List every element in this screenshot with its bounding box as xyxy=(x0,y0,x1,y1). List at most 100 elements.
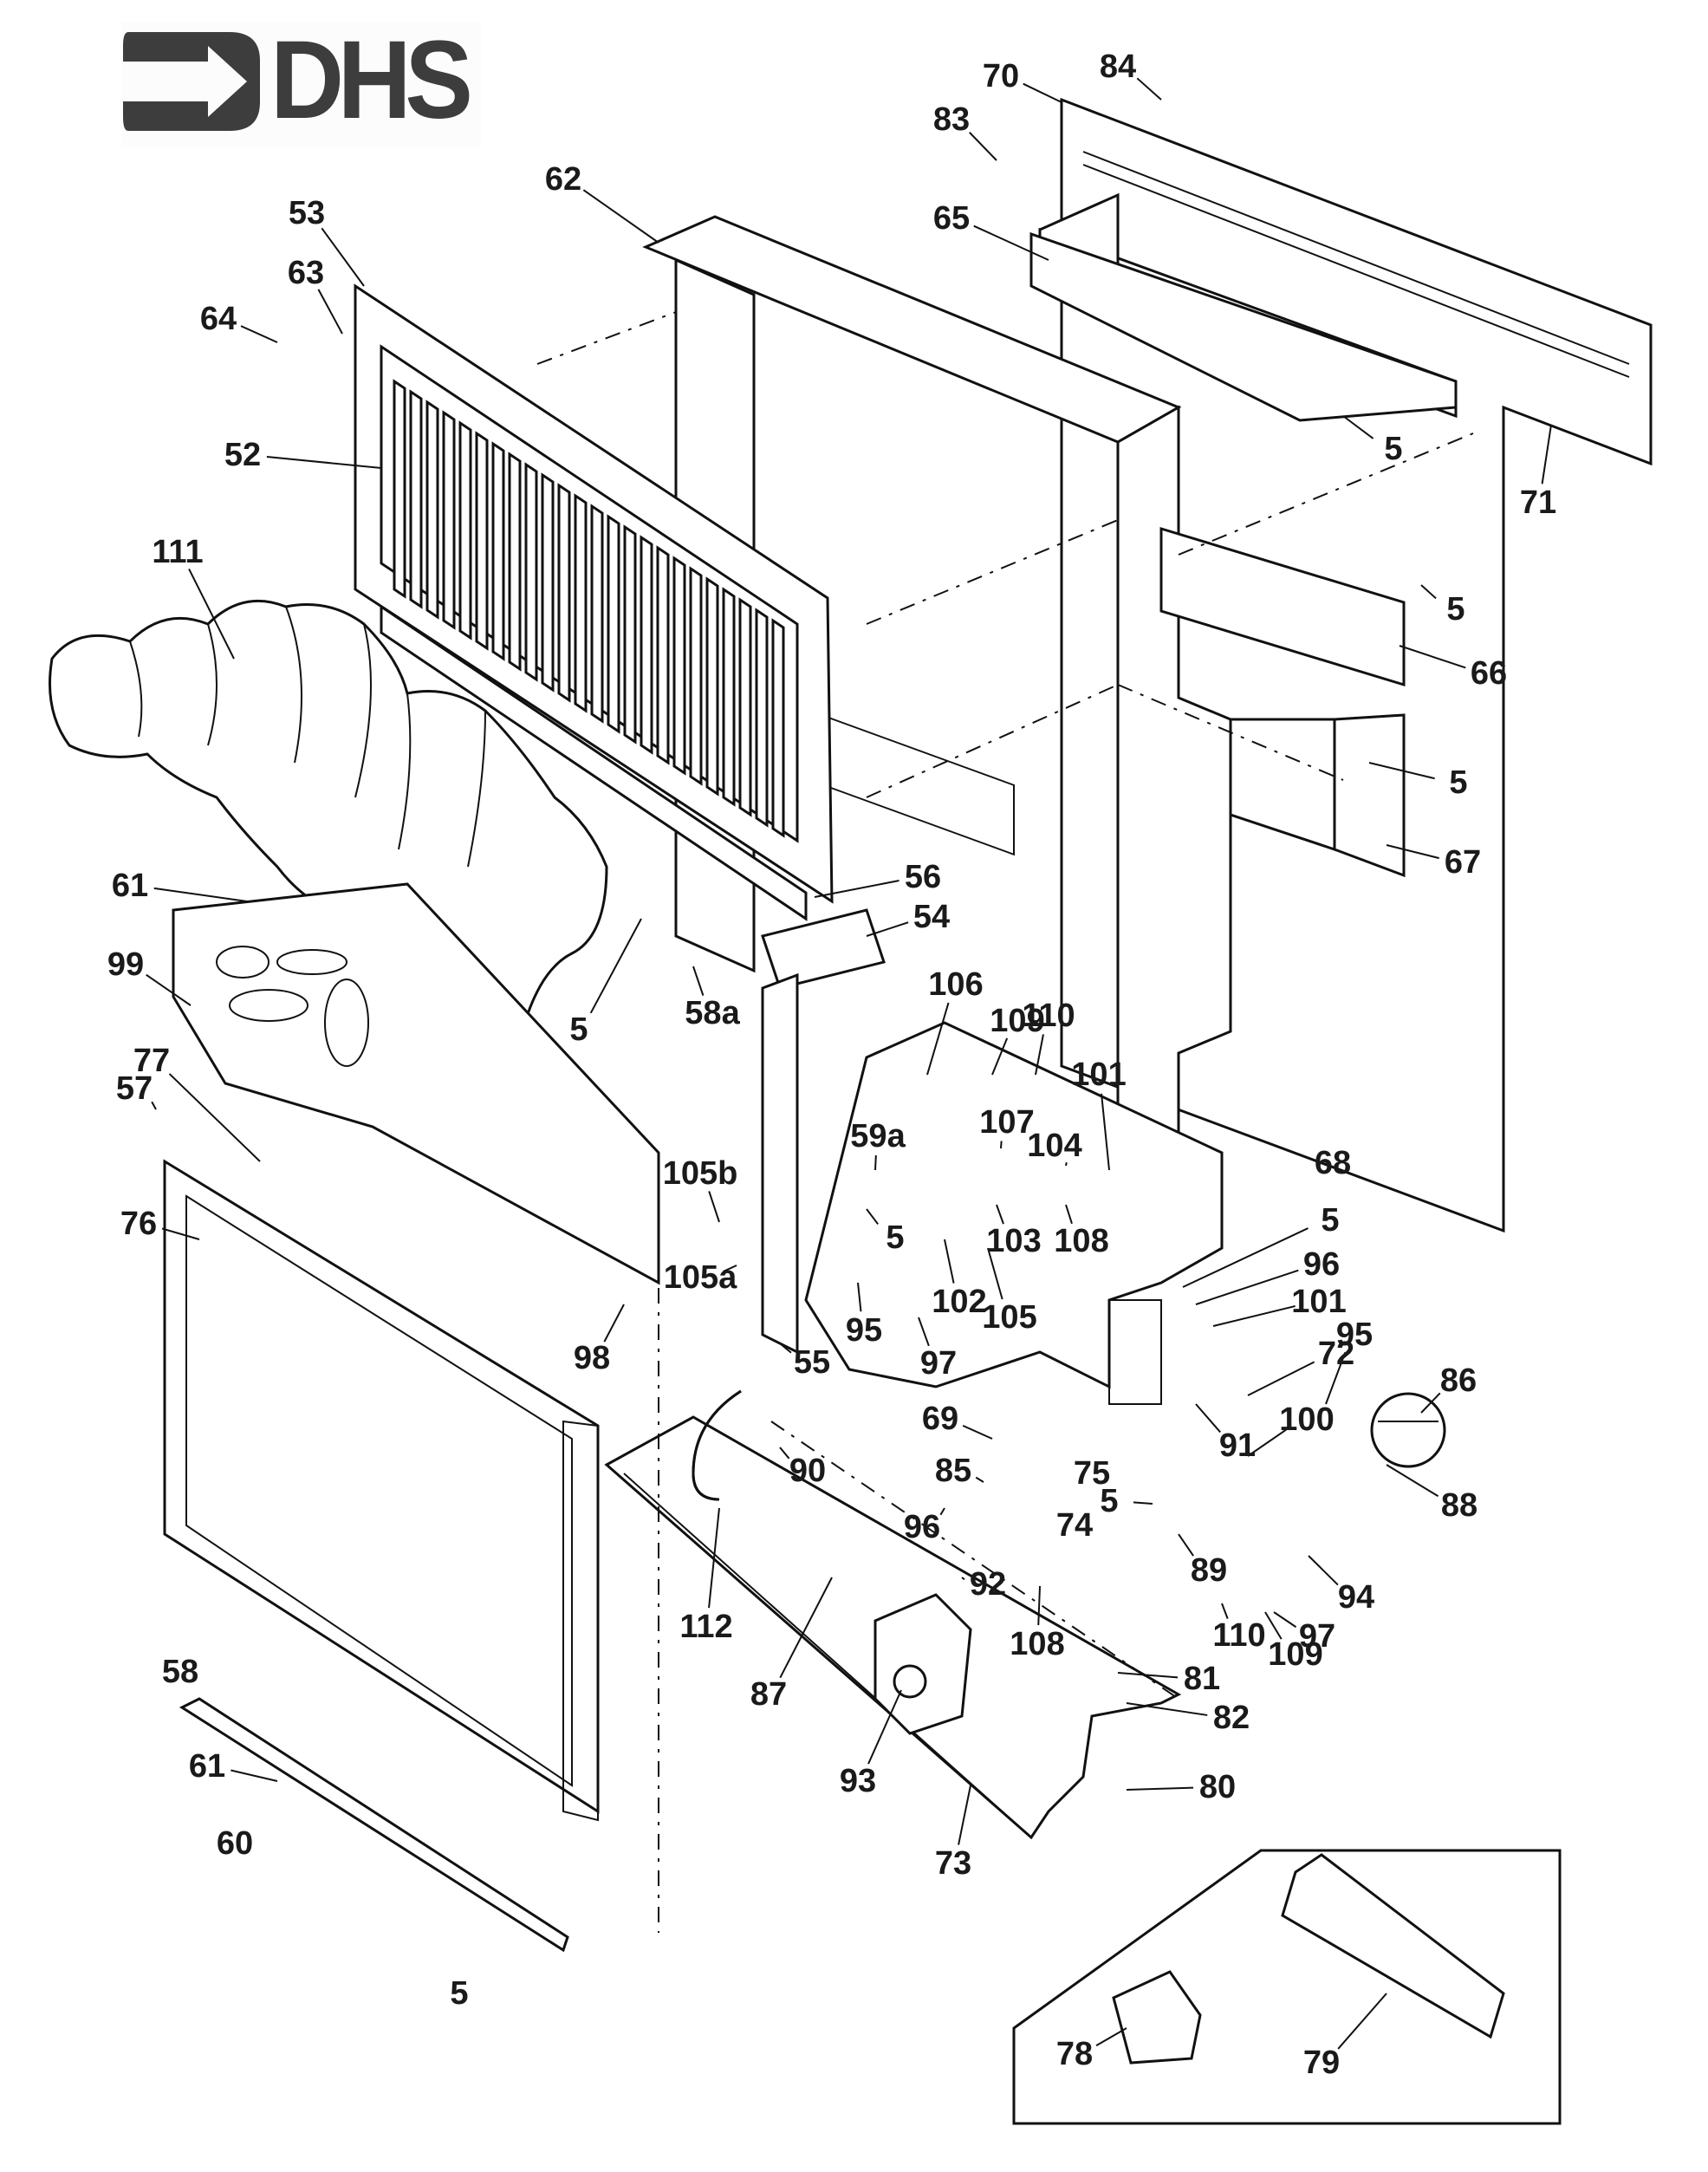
part-label-59a: 59a xyxy=(850,1118,906,1154)
leader-line-5b xyxy=(1420,584,1437,600)
leader-line-103 xyxy=(996,1204,1004,1225)
part-label-5d: 5 xyxy=(569,1011,588,1048)
leader-line-72 xyxy=(1247,1361,1315,1396)
leader-line-111 xyxy=(188,569,235,660)
leader-line-5a xyxy=(1342,415,1374,439)
leader-line-97a xyxy=(918,1317,930,1347)
leader-line-87 xyxy=(779,1577,833,1679)
leader-line-5g xyxy=(1133,1501,1153,1505)
part-label-91: 91 xyxy=(1218,1427,1257,1464)
arrow-right-icon xyxy=(123,32,260,131)
dhs-logo: DHS xyxy=(121,22,481,147)
part-label-108b: 108 xyxy=(1010,1626,1065,1662)
part-label-61b: 61 xyxy=(188,1748,226,1785)
heat-exchanger-fin xyxy=(574,493,588,713)
leader-line-61b xyxy=(231,1769,278,1782)
heat-exchanger-fin xyxy=(640,535,653,755)
part-label-58: 58 xyxy=(161,1654,199,1690)
leader-line-99 xyxy=(146,973,192,1006)
leader-line-106 xyxy=(926,1002,950,1076)
part-label-77: 77 xyxy=(133,1043,171,1079)
leader-line-78 xyxy=(1095,2027,1127,2047)
part-label-107: 107 xyxy=(979,1104,1035,1141)
leader-line-107 xyxy=(1000,1141,1003,1149)
part-label-80: 80 xyxy=(1198,1769,1237,1805)
leader-line-91 xyxy=(1195,1403,1221,1434)
leader-line-59a xyxy=(874,1154,877,1171)
part-label-61a: 61 xyxy=(111,868,149,904)
leader-line-102 xyxy=(944,1239,955,1284)
heat-exchanger-fin xyxy=(508,452,522,672)
part-label-74: 74 xyxy=(1055,1507,1094,1544)
leader-line-5c xyxy=(1368,762,1435,780)
leader-line-67 xyxy=(1386,844,1439,860)
leader-line-109b xyxy=(1264,1611,1283,1640)
leader-line-55 xyxy=(779,1343,792,1354)
leader-line-92 xyxy=(961,1577,965,1581)
leader-line-86 xyxy=(1420,1392,1441,1414)
leader-line-66 xyxy=(1399,645,1466,669)
part-label-58a: 58a xyxy=(685,995,740,1031)
part-label-67: 67 xyxy=(1444,844,1482,881)
part-label-110b: 110 xyxy=(1212,1617,1266,1654)
leader-line-108b xyxy=(1037,1585,1041,1626)
part-label-83: 83 xyxy=(932,101,971,138)
part-label-5f: 5 xyxy=(1321,1202,1340,1239)
part-label-82: 82 xyxy=(1212,1700,1250,1736)
part-label-68: 68 xyxy=(1314,1145,1352,1181)
leader-line-97b xyxy=(1273,1611,1297,1629)
part-label-88: 88 xyxy=(1440,1487,1478,1524)
part-label-101b: 101 xyxy=(1291,1284,1347,1320)
part-label-109a: 109 xyxy=(990,1003,1045,1039)
part-label-78: 78 xyxy=(1055,2036,1094,2072)
part-label-92: 92 xyxy=(969,1566,1007,1603)
leader-line-5d xyxy=(589,918,642,1014)
leader-line-79 xyxy=(1337,1993,1387,2050)
leader-line-95a xyxy=(857,1282,862,1312)
heat-exchanger-52 xyxy=(354,283,834,921)
part-label-112: 112 xyxy=(679,1609,733,1645)
leader-line-105b xyxy=(708,1191,720,1223)
leader-line-105 xyxy=(987,1247,1003,1300)
part-label-75: 75 xyxy=(1073,1455,1111,1492)
heat-exchanger-fin xyxy=(590,504,604,724)
trim-strip-58 xyxy=(179,1697,569,1953)
part-label-5c: 5 xyxy=(1449,764,1468,801)
leader-line-105a xyxy=(723,1265,737,1272)
leader-line-104 xyxy=(1065,1161,1068,1167)
leader-line-73 xyxy=(958,1785,971,1845)
part-label-93: 93 xyxy=(839,1763,877,1799)
knob-86 xyxy=(1370,1392,1446,1468)
part-label-54: 54 xyxy=(912,899,951,935)
part-label-95b: 95 xyxy=(1335,1317,1374,1353)
part-label-87: 87 xyxy=(750,1676,788,1713)
heat-exchanger-fin xyxy=(722,587,736,807)
leader-line-71 xyxy=(1541,424,1552,484)
part-label-95a: 95 xyxy=(845,1312,883,1349)
construction-lines xyxy=(536,311,1474,1933)
leader-line-84 xyxy=(1136,77,1162,101)
leader-line-58a xyxy=(692,966,705,996)
leader-line-61a xyxy=(153,887,248,902)
control-panel-68 xyxy=(804,1021,1224,1405)
part-label-86: 86 xyxy=(1439,1362,1477,1399)
part-label-96a: 96 xyxy=(1302,1246,1341,1283)
leader-line-76 xyxy=(161,1227,200,1240)
leader-line-96b xyxy=(939,1507,945,1516)
heat-exchanger-fin xyxy=(755,608,769,828)
heat-exchanger-fin xyxy=(442,410,456,630)
part-label-104: 104 xyxy=(1027,1128,1082,1164)
leader-line-82 xyxy=(1126,1702,1208,1716)
part-label-110a: 110 xyxy=(1022,998,1075,1034)
heat-exchanger-fin xyxy=(524,462,538,682)
part-label-111: 111 xyxy=(152,534,204,570)
heat-exchanger-fin xyxy=(475,431,489,651)
gas-valve-93 xyxy=(873,1593,972,1735)
heat-exchanger-fin xyxy=(425,400,439,620)
pipe-112 xyxy=(692,1389,742,1501)
leader-line-93 xyxy=(867,1689,902,1765)
heat-exchanger-fin xyxy=(409,389,423,609)
part-label-56: 56 xyxy=(904,859,942,895)
leader-line-96a xyxy=(1195,1269,1299,1305)
